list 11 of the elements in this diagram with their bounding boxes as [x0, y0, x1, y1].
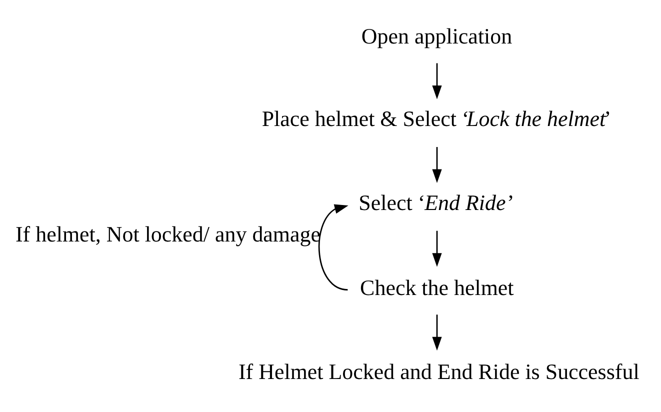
- arrow: [432, 230, 442, 267]
- arrow: [432, 63, 442, 100]
- arrow: [432, 147, 442, 184]
- node-text: Place helmet & Select ‘Lock the helmet’: [261, 106, 611, 132]
- node-text: Open application: [360, 24, 512, 49]
- arrow: [318, 204, 348, 290]
- edge-label: If helmet, Not locked/ any damage: [14, 222, 320, 247]
- node-text: Check the helmet: [360, 275, 514, 300]
- node-text: Select ‘End Ride’: [358, 190, 514, 215]
- node-text: If Helmet Locked and End Ride is Successful: [238, 358, 639, 384]
- arrow: [432, 314, 442, 351]
